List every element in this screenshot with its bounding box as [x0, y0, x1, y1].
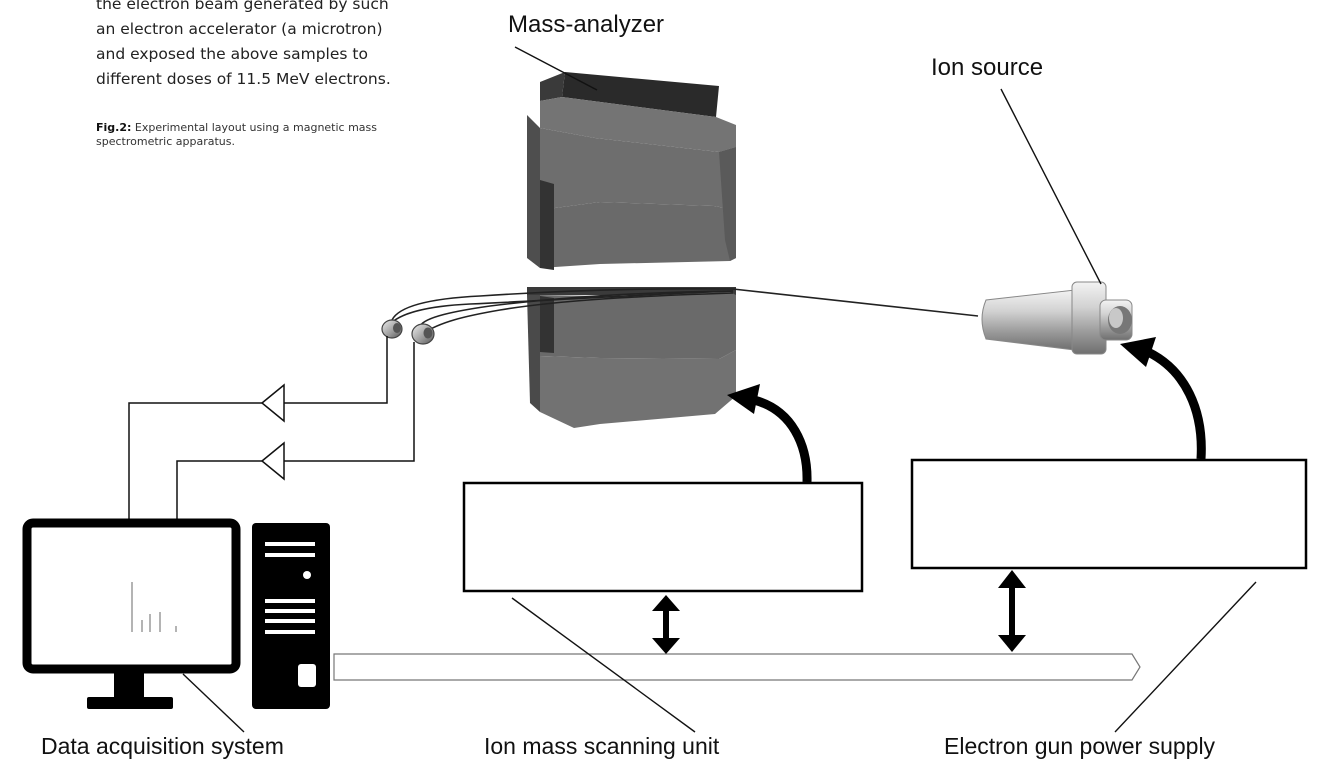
mass-analyzer-magnet [527, 72, 736, 428]
figure-caption-text: Experimental layout using a magnetic mas… [96, 121, 378, 148]
arrow-to-ion-source [1120, 337, 1156, 367]
monitor-icon [22, 518, 241, 709]
ion-mass-scanning-unit-box [462, 481, 864, 593]
double-arrows [652, 570, 1026, 654]
label-mass-analyzer: Mass-analyzer [508, 11, 665, 38]
label-data-acquisition-system: Data acquisition system [41, 733, 284, 759]
body-line-1: the electron beam generated by such [96, 0, 389, 13]
signal-wires [128, 336, 415, 522]
body-line-4: different doses of 11.5 MeV electrons. [96, 70, 391, 88]
spectrum-plot-icon [131, 582, 177, 632]
ion-beam-paths [387, 287, 979, 335]
label-ion-source: Ion source [931, 54, 1044, 81]
leader-lines [182, 46, 1257, 733]
figure-caption-label: Fig.2: [96, 121, 132, 134]
double-arrow-scanning-unit [652, 595, 680, 654]
amplifiers [260, 383, 285, 481]
double-arrow-power-supply [998, 570, 1026, 652]
body-line-2: an electron accelerator (a microtron) [96, 20, 383, 38]
control-arrows [727, 337, 1206, 483]
label-ion-mass-scanning-unit: Ion mass scanning unit [484, 733, 720, 759]
amplifier-2 [260, 441, 285, 481]
figure-caption: Fig.2: Experimental layout using a magne… [96, 121, 416, 149]
ion-source-device [981, 281, 1133, 355]
computer-tower-icon [252, 523, 330, 709]
electron-gun-power-supply-box [910, 458, 1308, 570]
ion-detectors [381, 319, 435, 345]
body-paragraph: the electron beam generated by such an e… [96, 0, 396, 92]
amplifier-1 [260, 383, 285, 423]
arrow-to-mass-analyzer [727, 384, 760, 414]
data-bus [333, 653, 1141, 681]
label-electron-gun-power-supply: Electron gun power supply [944, 733, 1216, 759]
body-line-3: and exposed the above samples to [96, 45, 368, 63]
